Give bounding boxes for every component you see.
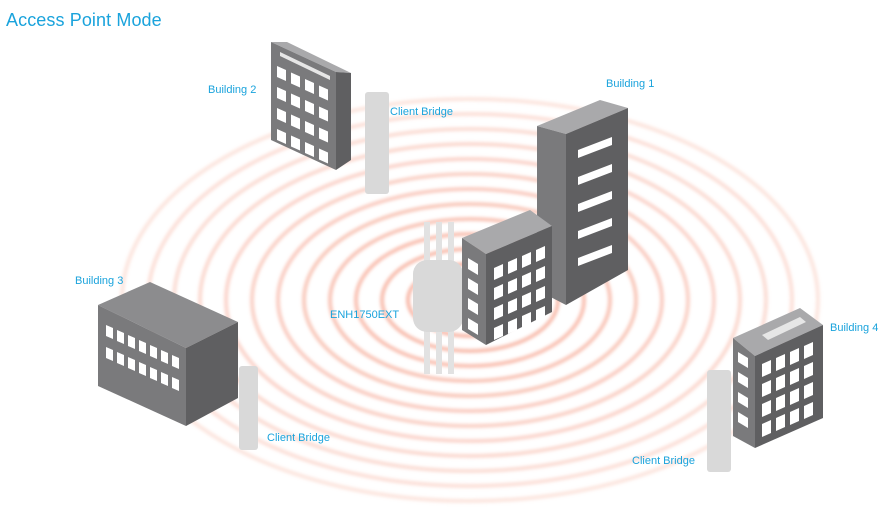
window <box>291 93 300 109</box>
window <box>494 284 503 300</box>
window <box>536 306 545 322</box>
window <box>128 335 135 349</box>
signal-ring <box>354 232 586 368</box>
window <box>790 408 799 425</box>
window <box>494 264 503 280</box>
window <box>277 87 286 102</box>
window <box>790 348 799 365</box>
building-4-label: Building 4 <box>830 322 879 334</box>
window <box>150 345 157 359</box>
window <box>468 298 478 315</box>
window <box>776 354 785 371</box>
window <box>161 372 168 386</box>
window <box>508 278 517 294</box>
window <box>536 286 545 302</box>
window <box>738 412 748 428</box>
window <box>776 414 785 431</box>
window <box>762 380 771 397</box>
window <box>291 135 300 151</box>
window <box>804 362 813 379</box>
window <box>536 246 545 262</box>
building-4-icon <box>733 308 823 448</box>
client-bridge-icon <box>707 370 731 472</box>
window <box>305 100 314 115</box>
window <box>319 85 328 101</box>
window <box>319 106 328 122</box>
client-bridge-icon <box>365 92 389 194</box>
signal-ring <box>328 217 612 383</box>
window <box>804 402 813 419</box>
window <box>305 142 314 157</box>
building-1-icon <box>537 100 628 305</box>
client-bridge-2-label: Client Bridge <box>390 106 453 118</box>
window <box>508 318 517 334</box>
client-bridge-4-label: Client Bridge <box>632 455 695 467</box>
signal-ring <box>198 142 742 458</box>
window <box>128 357 135 371</box>
window <box>522 272 531 288</box>
window <box>762 360 771 377</box>
window <box>522 292 531 308</box>
window <box>738 392 748 408</box>
window <box>776 374 785 391</box>
window <box>291 114 300 130</box>
client-bridge-icon <box>239 366 258 450</box>
device-antennas <box>424 222 454 374</box>
building-3-icon <box>98 282 238 426</box>
window <box>106 325 113 339</box>
window <box>790 368 799 385</box>
window <box>305 79 314 94</box>
window <box>508 258 517 274</box>
window <box>508 298 517 314</box>
window <box>522 312 531 328</box>
window <box>139 362 146 376</box>
signal-ring <box>250 172 690 428</box>
window <box>172 377 179 391</box>
window <box>804 382 813 399</box>
window <box>804 342 813 359</box>
window <box>106 347 113 361</box>
window <box>319 127 328 143</box>
building-3-label: Building 3 <box>75 275 124 287</box>
window <box>536 266 545 282</box>
window <box>277 108 286 123</box>
window <box>117 330 124 344</box>
window <box>522 252 531 268</box>
outdoor-access-point-icon <box>413 260 463 332</box>
window <box>291 72 300 88</box>
window <box>277 66 286 81</box>
window <box>494 304 503 320</box>
window <box>468 258 478 275</box>
center-building-icon <box>462 210 552 345</box>
window <box>117 352 124 366</box>
window <box>468 278 478 295</box>
window <box>150 367 157 381</box>
window <box>776 394 785 411</box>
signal-ring <box>276 187 664 413</box>
signal-ring <box>302 202 638 398</box>
device-label: ENH1750EXT <box>330 309 400 321</box>
page-title: Access Point Mode <box>6 10 162 30</box>
window <box>172 355 179 369</box>
building-2-icon <box>271 42 351 170</box>
building-1-label: Building 1 <box>606 78 655 90</box>
window <box>277 129 286 144</box>
window <box>762 400 771 417</box>
building-2-label: Building 2 <box>208 84 257 96</box>
window <box>305 121 314 136</box>
window <box>790 388 799 405</box>
window <box>494 324 503 340</box>
window <box>738 352 748 368</box>
window <box>762 420 771 437</box>
window <box>468 318 478 335</box>
signal-ring <box>224 157 716 443</box>
window <box>139 340 146 354</box>
window <box>319 148 328 164</box>
client-bridge-3-label: Client Bridge <box>267 432 330 444</box>
window <box>161 350 168 364</box>
window <box>738 372 748 388</box>
